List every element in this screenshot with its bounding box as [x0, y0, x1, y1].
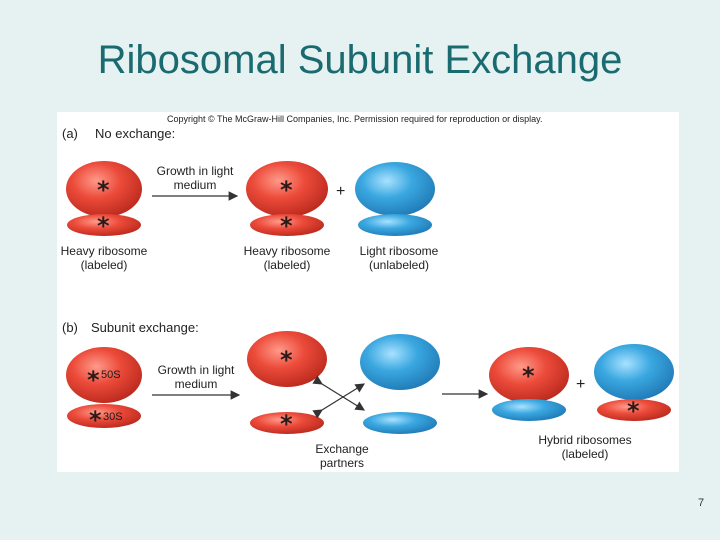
- panel-a-arrow-label: Growth in light medium: [149, 164, 241, 192]
- light-large-subunit-a: [355, 162, 435, 216]
- heavy-large-subunit-a1: [66, 161, 142, 217]
- heavy-large-subunit-a2: [246, 161, 328, 217]
- panel-b-plus: +: [576, 376, 586, 393]
- panel-b-arrow-label: Growth in light medium: [150, 363, 242, 391]
- heavy-large-subunit-b1: [66, 347, 142, 403]
- heavy-large-subunit-b2: [247, 331, 327, 387]
- caption-line: partners: [319, 456, 365, 470]
- caption-line: (labeled): [263, 258, 311, 272]
- exchange-partners-caption: Exchange partners: [297, 442, 387, 470]
- arrow-label-line: medium: [173, 178, 217, 192]
- subunit-50s-label: 50S: [101, 369, 121, 381]
- label-star-icon: *: [87, 366, 100, 394]
- hybrid-ribosomes-caption: Hybrid ribosomes (labeled): [525, 433, 645, 461]
- label-star-icon: *: [97, 176, 110, 204]
- label-star-icon: *: [627, 397, 640, 425]
- caption-line: Light ribosome: [359, 244, 439, 258]
- light-small-subunit-a: [358, 214, 432, 236]
- light-large-subunit-b: [360, 334, 440, 390]
- copyright-notice: Copyright © The McGraw-Hill Companies, I…: [167, 114, 543, 124]
- hybrid-light-small-subunit: [492, 399, 566, 421]
- panel-a-plus: +: [336, 183, 346, 200]
- label-star-icon: *: [522, 362, 535, 390]
- caption-line: Hybrid ribosomes: [538, 433, 632, 447]
- heavy-small-subunit-a2: [250, 214, 324, 236]
- light-small-subunit-b: [363, 412, 437, 434]
- arrow-label-line: Growth in light: [157, 363, 235, 377]
- panel-a-letter: (a): [62, 126, 78, 141]
- caption-line: (labeled): [561, 447, 609, 461]
- arrow-label-line: medium: [174, 377, 218, 391]
- caption-line: Exchange: [315, 442, 369, 456]
- label-star-icon: *: [280, 410, 293, 438]
- heavy-small-subunit-b1: [67, 404, 141, 428]
- hybrid-heavy-small-subunit: [597, 399, 671, 421]
- heavy-small-subunit-b2: [250, 412, 324, 434]
- label-star-icon: *: [280, 176, 293, 204]
- panel-b-letter: (b): [62, 320, 78, 335]
- label-star-icon: *: [280, 346, 293, 374]
- caption-heavy-ribosome-mid: Heavy ribosome (labeled): [237, 244, 337, 272]
- label-star-icon: *: [97, 212, 110, 240]
- heavy-small-subunit-a1: [67, 214, 141, 236]
- hybrid-heavy-large-subunit: [489, 347, 569, 403]
- caption-light-ribosome: Light ribosome (unlabeled): [349, 244, 449, 272]
- exchange-arrow: [312, 375, 366, 411]
- subunit-30s-label: 30S: [103, 411, 123, 423]
- arrow-label-line: Growth in light: [156, 164, 234, 178]
- panel-b-heading: Subunit exchange:: [91, 320, 199, 335]
- page-number: 7: [698, 497, 705, 509]
- caption-line: (unlabeled): [368, 258, 430, 272]
- caption-line: (labeled): [80, 258, 128, 272]
- caption-line: Heavy ribosome: [60, 244, 148, 258]
- slide-title: Ribosomal Subunit Exchange: [97, 38, 623, 82]
- hybrid-light-large-subunit: [594, 344, 674, 400]
- caption-heavy-ribosome-left: Heavy ribosome (labeled): [57, 244, 151, 272]
- figure-drawing: * * * * * * 50S 30S * * * *: [66, 161, 674, 438]
- caption-line: Heavy ribosome: [243, 244, 331, 258]
- panel-a-heading: No exchange:: [95, 126, 176, 141]
- ribosome-exchange-figure: * * * * * * 50S 30S * * * * Copyright ©: [57, 112, 679, 472]
- label-star-icon: *: [89, 406, 102, 434]
- label-star-icon: *: [280, 212, 293, 240]
